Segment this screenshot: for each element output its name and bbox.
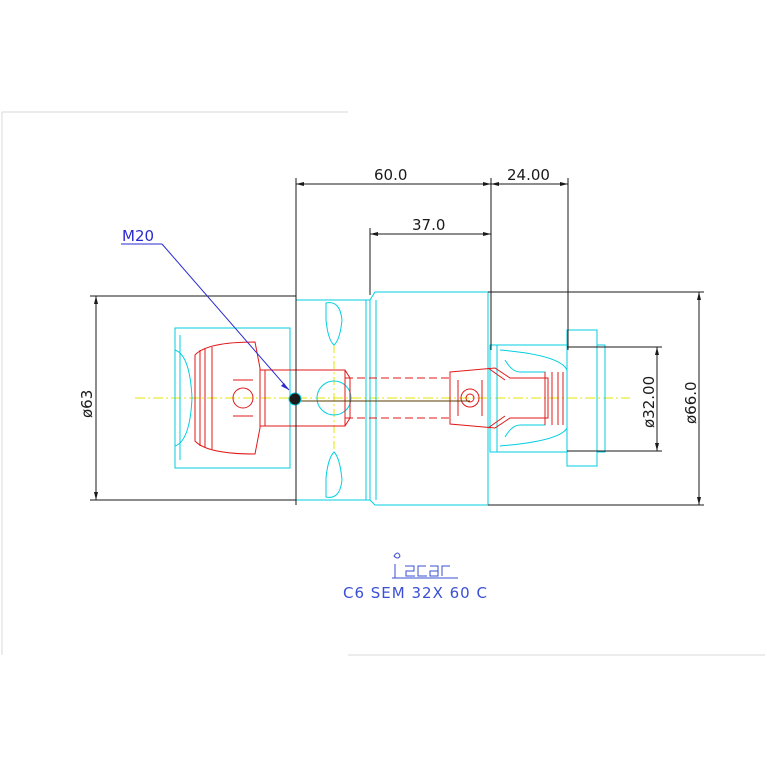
sheet-frame [1,111,765,656]
dim-length-24: 24.00 [507,166,550,184]
dim-diameter-63: ø63 [78,390,96,418]
thread-callout-label: M20 [122,227,154,245]
brand-logo [392,552,458,579]
dim-diameter-32: ø32.00 [640,376,658,428]
dimension-lines [90,178,704,506]
dim-length-60: 60.0 [374,166,407,184]
thread-point [288,392,302,406]
dim-length-37: 37.0 [412,216,445,234]
part-outline [174,291,606,506]
hidden-lines [194,341,564,455]
dimension-arrows [94,182,701,505]
part-number-caption: C6 SEM 32X 60 C [343,584,488,602]
brand-logo-mark [392,552,458,579]
thread-callout: M20 [121,227,290,391]
dim-diameter-66: ø66.0 [682,381,700,424]
